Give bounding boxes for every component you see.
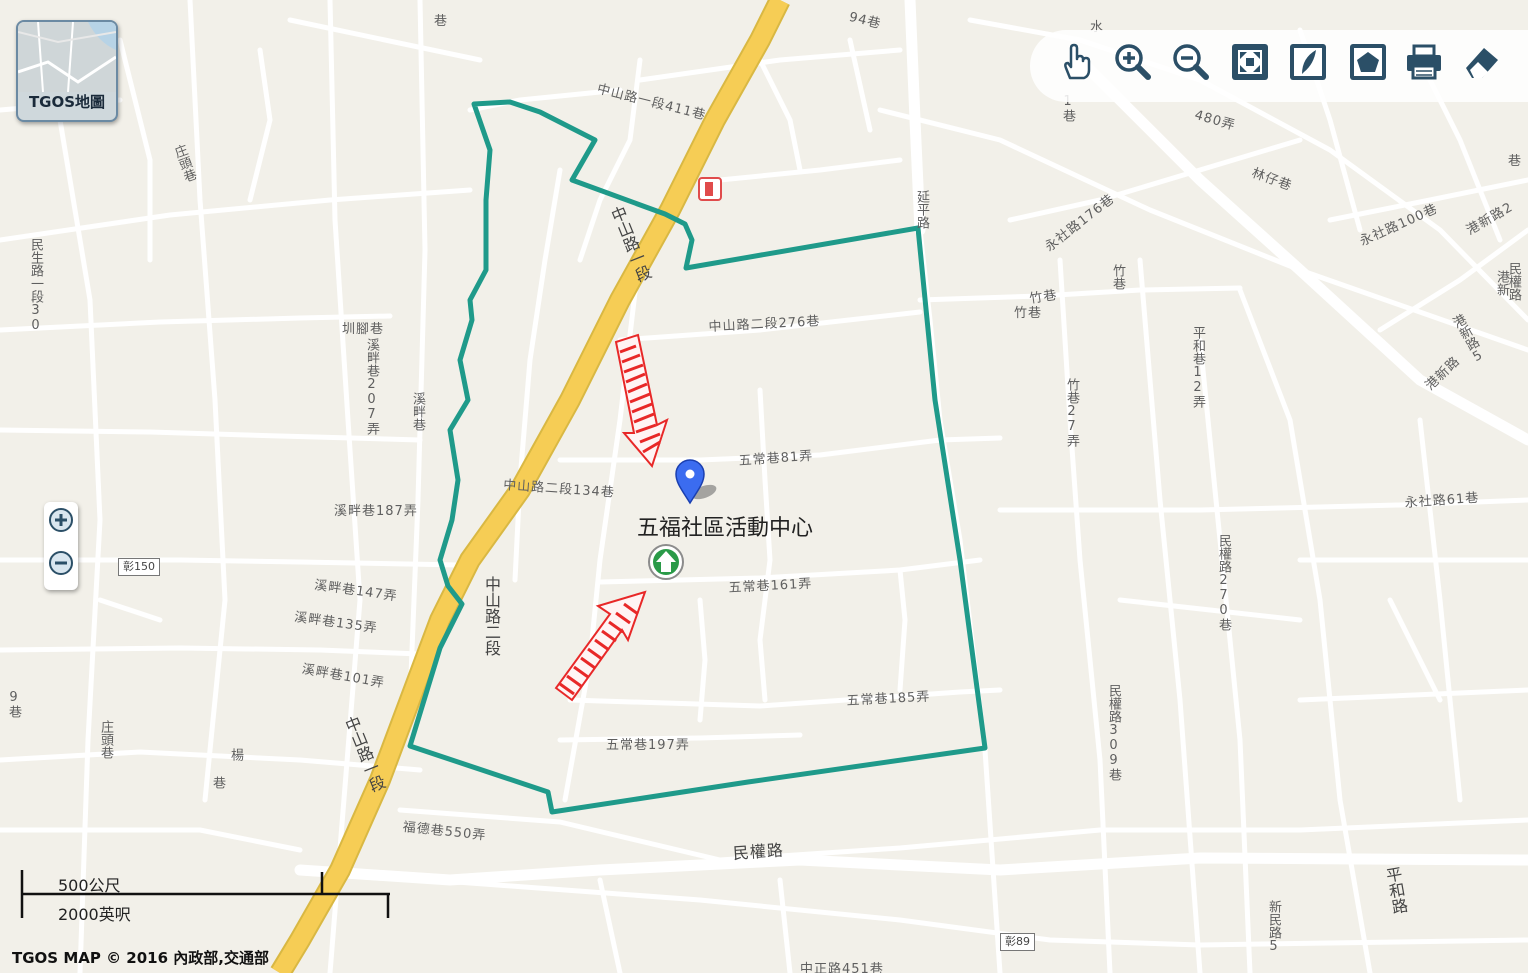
road-label: 9巷 <box>6 690 21 718</box>
road-label: 民權路 <box>1506 262 1521 301</box>
scale-metric-label: 500公尺 <box>58 876 121 895</box>
basemap-thumbnail <box>18 22 116 92</box>
district-boundary <box>407 99 988 815</box>
zoom-in-tool-button[interactable] <box>1112 42 1156 86</box>
road-label: 竹巷 <box>1110 264 1125 290</box>
print-button[interactable] <box>1404 42 1448 86</box>
road-label: 巷 <box>1508 154 1523 169</box>
hand-pointer-icon <box>1064 43 1091 80</box>
road-label: 民權路309巷 <box>1106 684 1121 781</box>
poi-label: 五福社區活動中心 <box>637 516 814 541</box>
road-label: 巷 <box>434 14 449 29</box>
pan-tool-button[interactable] <box>1056 42 1100 86</box>
full-extent-icon <box>1232 44 1268 80</box>
zoom-control <box>44 502 78 590</box>
quill-icon <box>1290 44 1326 80</box>
road-label: 竹巷 <box>1014 306 1043 321</box>
road-label: 庄頭巷 <box>98 720 113 759</box>
plus-circle-icon <box>49 508 73 532</box>
zoom-out-button[interactable] <box>48 550 74 576</box>
highway <box>272 0 789 973</box>
draw-line-button[interactable] <box>1288 42 1332 86</box>
road-label: 溪畔巷187弄 <box>334 504 418 519</box>
road-label: 港新 <box>1494 270 1509 296</box>
tgos-basemap-switch-button[interactable]: TGOS地圖 <box>16 20 118 122</box>
gas-station-icon <box>698 177 722 201</box>
road-label: 溪畔巷207弄 <box>364 338 379 435</box>
road-label: 延平路 <box>914 190 929 229</box>
zoom-out-tool-button[interactable] <box>1170 42 1214 86</box>
map-toolbar <box>1030 30 1528 102</box>
arrow-up <box>554 590 647 702</box>
scale-bar: 500公尺 2000英呎 <box>20 868 392 924</box>
community-center-icon <box>648 544 684 580</box>
zoom-in-button[interactable] <box>48 507 74 533</box>
road-label: 巷 <box>210 776 225 789</box>
road-label: 竹巷27弄 <box>1064 378 1079 447</box>
draw-polygon-button[interactable] <box>1348 42 1392 86</box>
road-label: 楊 <box>228 748 243 761</box>
copyright-text: TGOS MAP © 2016 內政部,交通部 <box>12 949 269 967</box>
magnifier-minus-icon <box>1173 44 1209 80</box>
road-label: 民生路一段30 <box>28 238 43 333</box>
major-roads <box>294 0 1528 886</box>
road-label: 新民路5 <box>1266 900 1281 954</box>
road-label: 民權路 <box>732 840 785 863</box>
polygon-icon <box>1350 44 1386 80</box>
road-label: 圳腳巷 <box>342 322 385 337</box>
logo-label: TGOS地圖 <box>28 93 106 111</box>
scale-imperial-label: 2000英呎 <box>58 905 131 924</box>
road-label: 中山路二段 <box>482 576 501 656</box>
minus-circle-icon <box>49 551 73 575</box>
road-label: 五常巷197弄 <box>606 738 690 753</box>
road-label: 平和巷12弄 <box>1190 326 1205 408</box>
route-shield: 彰150 <box>118 558 160 576</box>
route-shield: 彰89 <box>1000 933 1035 951</box>
printer-icon <box>1407 44 1441 80</box>
road-label: 溪畔巷 <box>410 392 425 431</box>
road-label: 中正路451巷 <box>800 962 884 973</box>
eraser-icon <box>1466 48 1498 78</box>
scale-bar-lines <box>20 870 390 918</box>
location-pin-icon[interactable] <box>675 459 718 505</box>
magnifier-plus-icon <box>1115 44 1151 80</box>
arrow-down <box>614 333 669 469</box>
erase-button[interactable] <box>1462 42 1506 86</box>
full-extent-button[interactable] <box>1230 42 1274 86</box>
road-label: 民權路270巷 <box>1216 534 1231 631</box>
